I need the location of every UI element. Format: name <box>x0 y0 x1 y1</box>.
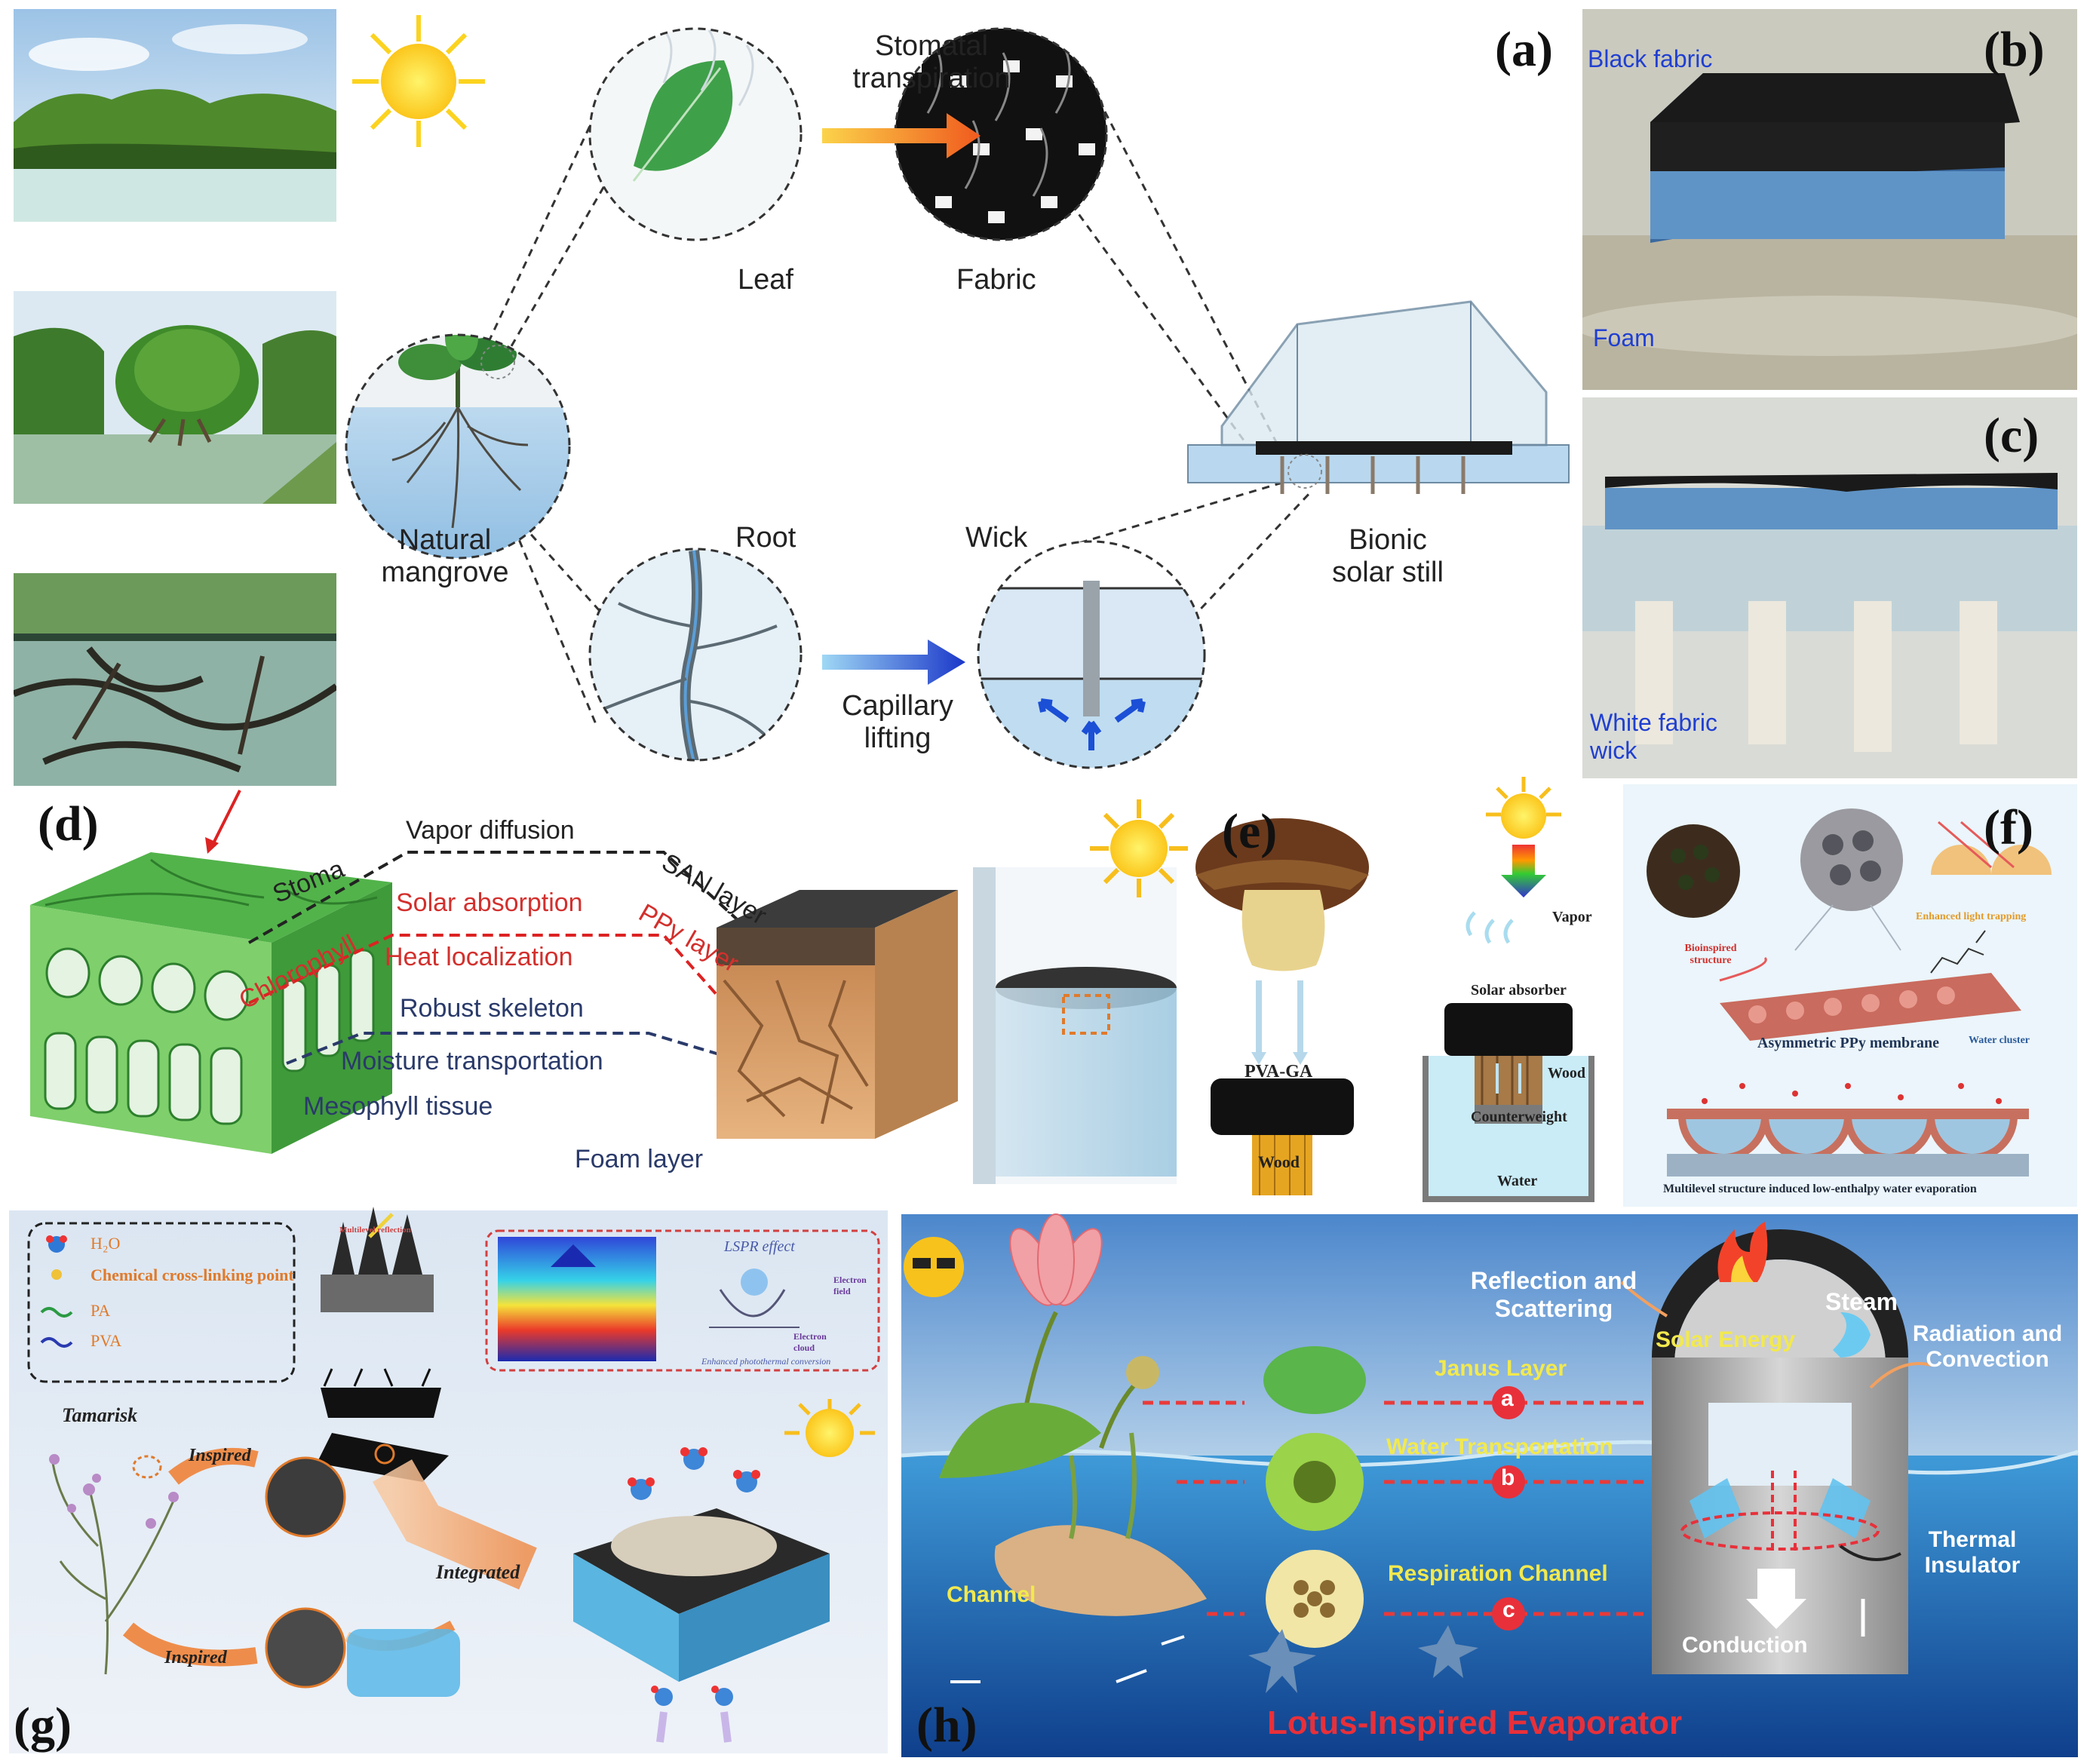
water-transportation-label: Water Transportation <box>1386 1434 1613 1459</box>
fabric-label: Fabric <box>956 264 1036 296</box>
legend-h2o: H₂O <box>91 1234 121 1253</box>
marker-b: b <box>1501 1465 1515 1490</box>
wood-label-2: Wood <box>1548 1065 1586 1081</box>
panel-label-a: (a) <box>1495 22 1553 77</box>
panel-label-d: (d) <box>38 796 99 851</box>
panel-label-b: (b) <box>1984 22 2045 77</box>
counterweight-label: Counterweight <box>1471 1109 1567 1125</box>
wick-label: Wick <box>965 522 1028 554</box>
water-cluster-label: Water cluster <box>1969 1035 2030 1046</box>
heat-localization-label: Heat localization <box>385 943 573 971</box>
panel-label-e: (e) <box>1222 804 1278 859</box>
vapor-label: Vapor <box>1552 909 1592 925</box>
leaf-label: Leaf <box>738 264 793 296</box>
black-fabric-label: Black fabric <box>1588 45 1713 72</box>
solar-absorption-label: Solar absorption <box>396 888 583 917</box>
lotus-title: Lotus-Inspired Evaporator <box>1267 1704 1683 1741</box>
solar-energy-label: Solar Energy <box>1656 1327 1796 1352</box>
legend-pva: PVA <box>91 1331 122 1350</box>
sun-icon <box>352 15 485 147</box>
respiration-channel-label: Respiration Channel <box>1388 1561 1608 1586</box>
mangrove-photo-1 <box>14 9 336 222</box>
legend-pa: PA <box>91 1301 111 1320</box>
inspired-label-1: Inspired <box>189 1446 251 1465</box>
moisture-transportation-label: Moisture transportation <box>341 1047 603 1075</box>
inspired-label-2: Inspired <box>164 1648 227 1667</box>
root-label: Root <box>735 522 796 554</box>
panel-label-c: (c) <box>1984 408 2039 463</box>
wood-label-1: Wood <box>1258 1152 1300 1171</box>
marker-a: a <box>1501 1386 1514 1411</box>
bionic-solar-still <box>1187 300 1570 494</box>
panel-label-g: (g) <box>14 1698 72 1753</box>
pva-ga-label: PVA-GA <box>1245 1062 1313 1081</box>
legend-crosslink: Chemical cross-linking point <box>91 1265 294 1284</box>
mesophyll-tissue-label: Mesophyll tissue <box>303 1092 493 1121</box>
multilevel-caption: Multilevel structure induced low-enthalp… <box>1663 1183 1977 1195</box>
photo-b <box>1582 9 2077 390</box>
conduction-label: Conduction <box>1682 1633 1808 1658</box>
foam-label: Foam <box>1593 324 1655 351</box>
robust-skeleton-label: Robust skeleton <box>400 994 584 1023</box>
light-trapping-label: Enhanced light trapping <box>1916 911 2027 922</box>
panel-label-h: (h) <box>916 1698 978 1753</box>
channel-label: Channel <box>947 1582 1036 1607</box>
enhanced-conversion-label: Enhanced photothermal conversion <box>701 1356 831 1367</box>
marker-c: c <box>1502 1597 1515 1622</box>
tamarisk-label: Tamarisk <box>62 1404 138 1426</box>
membrane-label: Asymmetric PPy membrane <box>1757 1035 1940 1051</box>
vapor-diffusion-label: Vapor diffusion <box>406 816 575 845</box>
mangrove-photo-2 <box>14 291 336 504</box>
solar-absorber-label: Solar absorber <box>1471 982 1567 999</box>
multilevel-reflection-label: Multilevel reflection <box>339 1226 411 1235</box>
integrated-label: Integrated <box>436 1561 520 1583</box>
panel-label-f: (f) <box>1984 800 2033 855</box>
mangrove-photo-3 <box>14 573 336 786</box>
photo-c <box>1582 397 2077 778</box>
steam-label: Steam <box>1825 1288 1898 1315</box>
janus-layer-label: Janus Layer <box>1435 1356 1567 1381</box>
lspr-label: LSPR effect <box>724 1238 795 1255</box>
foam-layer-label: Foam layer <box>575 1145 704 1173</box>
water-label: Water <box>1497 1173 1538 1189</box>
